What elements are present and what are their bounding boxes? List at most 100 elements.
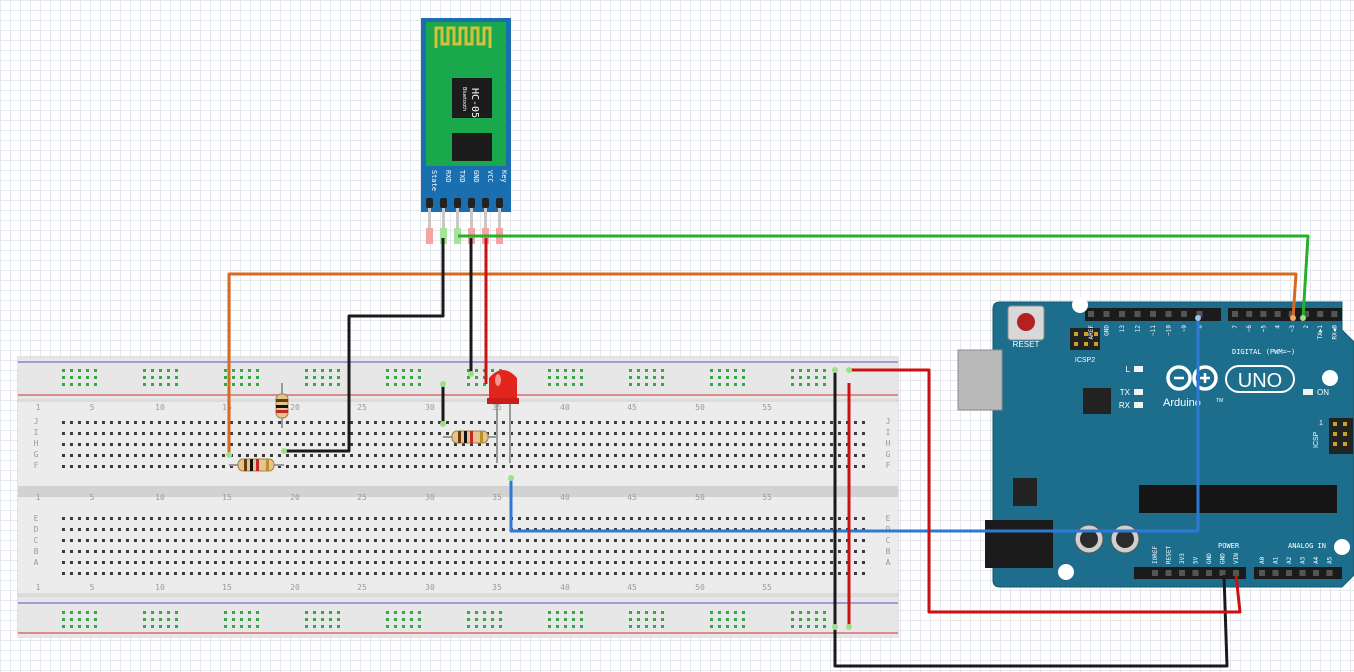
column-number-label: 25 <box>357 403 367 412</box>
chip-subtitle: Bluetooth <box>461 87 467 111</box>
header-pin-socket[interactable] <box>1313 570 1319 576</box>
arduino-logo <box>1166 365 1218 391</box>
wire-gnd-to-divider[interactable] <box>284 238 445 453</box>
column-number-label: 25 <box>357 583 367 592</box>
header-pin-socket[interactable] <box>1179 570 1185 576</box>
wire-txd-to-pin2[interactable] <box>458 234 1310 319</box>
model-name: UNO <box>1238 370 1282 392</box>
header-pin-socket[interactable] <box>1232 311 1238 317</box>
header-pin-socket[interactable] <box>1150 311 1156 317</box>
header-pin-socket[interactable] <box>1088 311 1094 317</box>
header-pin-socket[interactable] <box>1206 570 1212 576</box>
row-letter-label: F <box>34 461 39 470</box>
icsp2-pin <box>1084 342 1088 346</box>
hc05-pin-end[interactable] <box>426 228 433 244</box>
row-letter-label: H <box>886 439 891 448</box>
row-letter-label: J <box>886 417 891 426</box>
hc05-pin-leg <box>456 208 459 230</box>
row-letter-label: B <box>34 547 39 556</box>
hc05-pin-end[interactable] <box>454 228 461 244</box>
column-number-label: 40 <box>560 493 570 502</box>
row-letter-label: E <box>886 514 891 523</box>
column-number-label: 10 <box>155 493 165 502</box>
l-led-label: L <box>1126 365 1131 374</box>
header-pin-socket[interactable] <box>1152 570 1158 576</box>
wire-5v-to-arduino[interactable] <box>849 368 1242 614</box>
hc05-pin-leg <box>498 208 501 230</box>
icsp-pin <box>1343 442 1347 446</box>
header-pin-socket[interactable] <box>1274 311 1281 317</box>
column-number-label: 35 <box>492 493 502 502</box>
mounting-holes <box>1058 297 1350 580</box>
column-number-label: 45 <box>627 493 637 502</box>
digital-pin-label: GND <box>1104 325 1111 336</box>
header-pin-socket[interactable] <box>1165 311 1172 317</box>
digital-pin-label: 4 <box>1275 325 1282 329</box>
icsp-pin1-label: 1 <box>1319 420 1323 427</box>
header-pin-socket[interactable] <box>1331 311 1338 317</box>
header-pin-socket[interactable] <box>1233 570 1239 576</box>
header-pin-socket[interactable] <box>1165 570 1172 576</box>
bt-chip <box>452 78 492 118</box>
tx-led-label: TX <box>1120 388 1131 397</box>
header-pin-socket[interactable] <box>1219 570 1226 576</box>
header-pin-socket[interactable] <box>1260 311 1267 317</box>
header-pin-socket[interactable] <box>1286 570 1292 576</box>
row-letter-label: H <box>34 439 39 448</box>
icsp2-pin <box>1074 342 1078 346</box>
column-number-label: 20 <box>290 583 300 592</box>
rx-led <box>1134 402 1143 408</box>
red-led[interactable] <box>487 370 519 463</box>
digital-pin-label: ~10 <box>1166 325 1173 336</box>
header-pin-socket[interactable] <box>1181 311 1187 317</box>
header-pin-socket[interactable] <box>1246 311 1253 317</box>
hc05-pin-label: VCC <box>486 170 494 183</box>
header-pin-socket[interactable] <box>1303 311 1309 317</box>
header-pin-socket[interactable] <box>1272 570 1279 576</box>
column-number-label: 45 <box>627 583 637 592</box>
digital-pin-label: AREF <box>1088 325 1095 340</box>
brand-name: Arduino <box>1163 397 1201 409</box>
column-number-label: 45 <box>627 403 637 412</box>
header-pin-socket[interactable] <box>1134 311 1141 317</box>
header-pin-socket[interactable] <box>1259 570 1265 576</box>
column-number-label: 35 <box>492 583 502 592</box>
hc05-pin-label: RXD <box>444 170 452 183</box>
header-pin-socket[interactable] <box>1326 570 1333 576</box>
digital-pin-label: 2 <box>1303 325 1310 329</box>
reset-button-cap[interactable] <box>1017 313 1035 331</box>
column-number-label: 10 <box>155 403 165 412</box>
wire-gnd-rail-to-arduino[interactable] <box>833 370 1229 668</box>
column-number-label: 50 <box>695 493 705 502</box>
hc05-pin-end[interactable] <box>440 228 447 244</box>
resistor-vertical[interactable] <box>275 383 289 428</box>
header-pin-socket[interactable] <box>1299 570 1306 576</box>
hc05-pin-header <box>482 198 489 208</box>
column-number-label: 15 <box>222 583 232 592</box>
digital-header-label: DIGITAL (PWM=~) <box>1232 348 1295 356</box>
header-pin-socket[interactable] <box>1103 311 1110 317</box>
icsp2-pin <box>1094 342 1098 346</box>
column-number-label: 55 <box>762 493 772 502</box>
header-pin-socket[interactable] <box>1317 311 1324 317</box>
column-number-label: 5 <box>90 403 95 412</box>
column-number-label: 20 <box>290 493 300 502</box>
column-number-label: 20 <box>290 403 300 412</box>
analog-pin-label: A2 <box>1286 556 1293 564</box>
header-pin-socket[interactable] <box>1119 311 1125 317</box>
column-number-label: 30 <box>425 403 435 412</box>
row-letter-label: F <box>886 461 891 470</box>
hc05-pin-header <box>440 198 447 208</box>
resistor-led[interactable] <box>443 430 497 444</box>
column-number-label: 55 <box>762 583 772 592</box>
on-led-label: ON <box>1317 388 1329 397</box>
digital-pin-label: ~3 <box>1289 325 1296 333</box>
wire-rxd-to-pin3[interactable] <box>227 272 1298 455</box>
hc05-pin-leg <box>470 208 473 230</box>
wire-led-to-pin8[interactable] <box>509 318 1200 533</box>
header-pin-socket[interactable] <box>1196 311 1203 317</box>
power-pin-label: GND <box>1220 553 1227 564</box>
resistor-divider[interactable] <box>229 458 284 472</box>
header-pin-socket[interactable] <box>1192 570 1199 576</box>
row-letter-label: D <box>34 525 39 534</box>
